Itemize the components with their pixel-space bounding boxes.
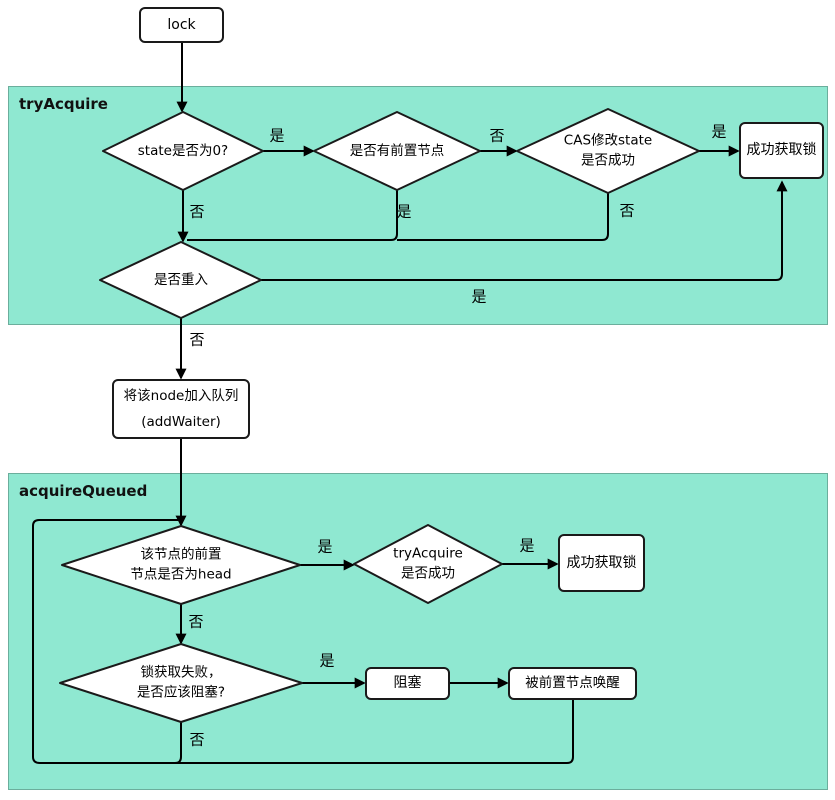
diamond-head-check (61, 525, 301, 605)
edge-label-head-yes: 是 (317, 537, 333, 556)
edge-label-block-no: 否 (189, 730, 205, 749)
edge-label-state-yes: 是 (269, 126, 285, 145)
edge-label-pred-yes: 是 (396, 202, 412, 221)
edge-label-reentrant-yes: 是 (471, 287, 487, 306)
label-state-check: state是否为0? (137, 143, 229, 160)
label-pred-check: 是否有前置节点 (349, 143, 445, 160)
label-cas-check: CAS修改state 是否成功 (563, 132, 653, 168)
edge-label-cas-yes: 是 (711, 122, 727, 141)
region-tryacquire-title: tryAcquire (19, 95, 108, 113)
edge-label-tryacquire-yes: 是 (519, 536, 535, 555)
node-woken-by-predecessor: 被前置节点唤醒 (508, 667, 637, 700)
label-reentrant-check: 是否重入 (154, 272, 208, 289)
diamond-should-block-check (59, 643, 303, 723)
edge-cas-no-merge (397, 193, 609, 241)
edge-woken-loop-back (32, 519, 574, 764)
node-lock: lock (139, 7, 224, 43)
node-acquired-lock-1: 成功获取锁 (739, 122, 824, 179)
node-acquired-lock-2: 成功获取锁 (558, 534, 645, 592)
label-head-check: 该节点的前置 节点是否为head (130, 546, 232, 582)
edge-label-cas-no: 否 (619, 201, 635, 220)
diamond-tryacquire-check (353, 524, 503, 604)
diamond-cas-check (516, 108, 700, 194)
diamond-state-check (102, 111, 264, 191)
edge-reentrant-yes-to-acquired1 (261, 180, 788, 281)
region-acquirequeued-title: acquireQueued (19, 482, 148, 500)
label-should-block-check: 锁获取失败， 是否应该阻塞? (136, 664, 226, 700)
edge-label-pred-no: 否 (489, 126, 505, 145)
edge-label-state-no: 否 (189, 202, 205, 221)
node-add-waiter: 将该node加入队列 (addWaiter) (112, 379, 250, 439)
region-acquirequeued: acquireQueued (8, 473, 828, 790)
edge-pred-yes-merge (187, 190, 398, 241)
edge-label-head-no: 否 (188, 612, 204, 631)
edge-label-reentrant-no: 否 (189, 330, 205, 349)
edge-label-block-yes: 是 (319, 651, 335, 670)
diamond-reentrant-check (99, 241, 262, 319)
edge-block-no-merge (174, 722, 182, 764)
label-tryacquire-check: tryAcquire 是否成功 (393, 545, 463, 581)
diamond-pred-check (313, 111, 481, 191)
node-block: 阻塞 (365, 667, 450, 700)
